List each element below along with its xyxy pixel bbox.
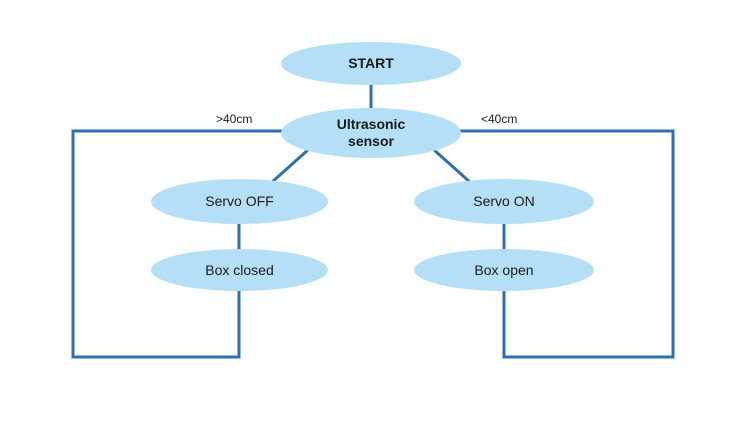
start-node: START	[281, 42, 461, 85]
start-node-label: START	[348, 55, 394, 71]
ultrasonic-sensor-node: Ultrasonic sensor	[281, 108, 461, 158]
box-closed-node: Box closed	[151, 249, 328, 291]
ultrasonic-sensor-label: Ultrasonic sensor	[336, 116, 406, 149]
servo-off-label: Servo OFF	[205, 193, 274, 209]
box-open-label: Box open	[474, 261, 534, 278]
servo-on-label: Servo ON	[473, 193, 535, 209]
box-closed-label: Box closed	[205, 261, 274, 278]
connector-sensor-to-servo-off	[269, 147, 311, 185]
box-open-node: Box open	[414, 249, 594, 291]
edge-label-greater-than-40cm: >40cm	[216, 112, 253, 126]
edge-label-less-than-40cm: <40cm	[481, 112, 518, 126]
connector-sensor-to-servo-on	[431, 147, 473, 185]
loop-left-feedback	[71, 129, 283, 359]
servo-off-node: Servo OFF	[151, 179, 328, 224]
servo-on-node: Servo ON	[414, 179, 594, 224]
loop-right-feedback	[459, 129, 675, 359]
